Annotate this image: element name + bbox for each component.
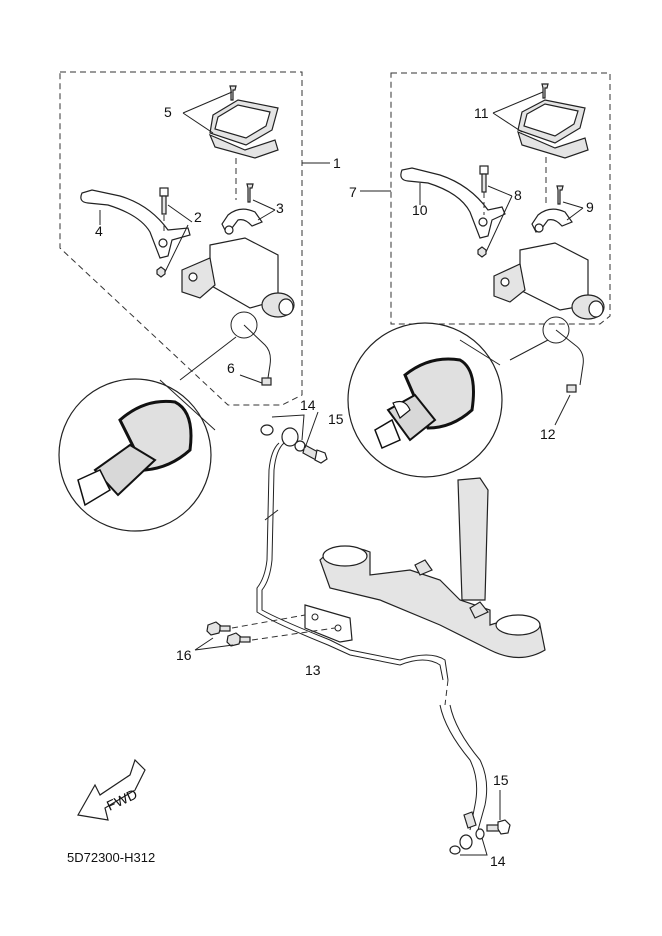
right-clamp [531, 185, 573, 233]
left-clamp [221, 183, 263, 235]
left-switch-detail-circle [58, 378, 216, 532]
callout-5: 5 [164, 104, 172, 120]
left-pivot-bolt [156, 187, 169, 278]
callout-15-lower: 15 [493, 772, 509, 788]
callout-14-upper: 14 [300, 397, 316, 413]
callout-16: 16 [176, 647, 192, 663]
right-brake-lever [400, 167, 506, 239]
left-reservoir-cap [208, 85, 279, 159]
right-switch-detail-circle [347, 322, 503, 478]
fwd-arrow: FWD [77, 758, 146, 821]
callout-10: 10 [412, 202, 428, 218]
lower-banjo-fitting [449, 811, 511, 855]
callout-3: 3 [276, 200, 284, 216]
callout-11: 11 [474, 105, 489, 121]
drawing-code: 5D72300-H312 [67, 850, 155, 865]
triple-clamp [319, 477, 546, 659]
callout-6: 6 [227, 360, 235, 376]
callout-13: 13 [305, 662, 321, 678]
left-assembly-boundary [59, 71, 303, 406]
brake-hose [256, 442, 488, 831]
left-master-cylinder [181, 237, 295, 318]
upper-banjo-fitting [260, 424, 328, 464]
callout-8: 8 [514, 187, 522, 203]
callout-12: 12 [540, 426, 556, 442]
callout-9: 9 [586, 199, 594, 215]
right-reservoir-cap [517, 83, 589, 159]
hose-bracket [304, 604, 353, 643]
left-brake-lever [80, 189, 191, 259]
callout-14-lower: 14 [490, 853, 506, 869]
right-brake-switch-cable [542, 316, 584, 393]
right-assembly-boundary [390, 72, 611, 325]
left-brake-switch-cable [230, 311, 272, 386]
right-pivot-bolt [477, 165, 489, 258]
callout-2: 2 [194, 209, 202, 225]
callout-7: 7 [349, 184, 357, 200]
bracket-bolts [206, 621, 251, 647]
right-master-cylinder [493, 242, 605, 320]
callout-15-upper: 15 [328, 411, 344, 427]
callout-4: 4 [95, 223, 103, 239]
callout-1: 1 [333, 155, 341, 171]
